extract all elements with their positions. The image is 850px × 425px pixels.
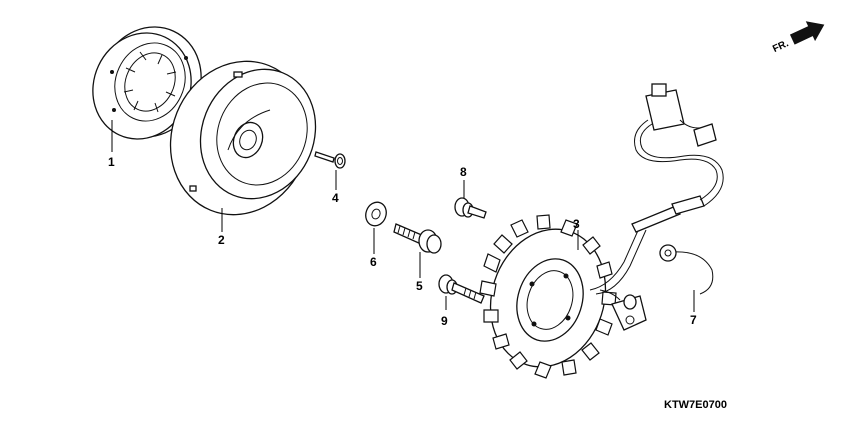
bolt-4-part[interactable]: [314, 151, 346, 169]
flange-bolt-5-part[interactable]: [393, 223, 442, 254]
diagram-code: KTW7E0700: [664, 399, 727, 411]
bolt-8-part[interactable]: [454, 197, 487, 219]
callout-3: 3: [573, 217, 580, 231]
callout-9: 9: [441, 314, 448, 328]
flywheel-rotor-part[interactable]: [148, 40, 335, 236]
front-direction-label: FR.: [771, 38, 790, 55]
callout-5: 5: [416, 279, 423, 293]
callout-2: 2: [218, 233, 225, 247]
leader-lines: [111, 120, 695, 312]
front-direction-indicator: FR.: [771, 21, 825, 55]
bolt-9-part[interactable]: [438, 274, 485, 304]
washer-part[interactable]: [362, 199, 389, 228]
wire-clamp-part[interactable]: [659, 244, 714, 295]
callout-4: 4: [332, 191, 339, 205]
callout-6: 6: [370, 255, 377, 269]
stator-coil-part[interactable]: [473, 83, 724, 382]
callout-8: 8: [460, 165, 467, 179]
arrow-right-icon: [789, 21, 825, 45]
callout-1: 1: [108, 155, 115, 169]
callout-7: 7: [690, 313, 697, 327]
